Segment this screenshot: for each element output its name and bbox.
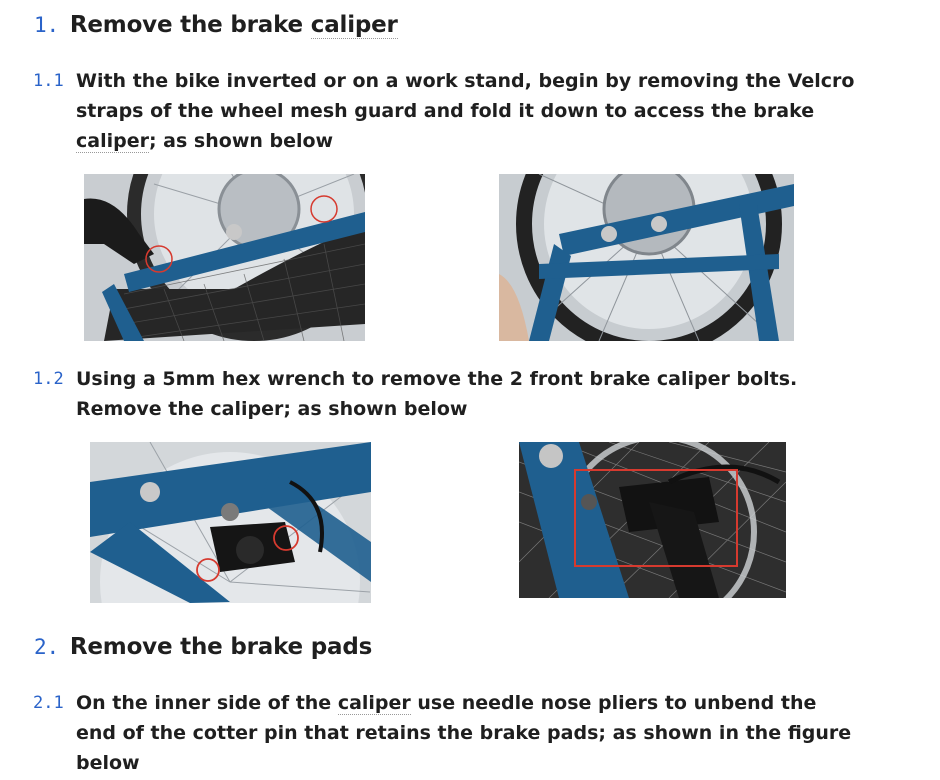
step-1-2-line-2: Remove the caliper; as shown below <box>76 398 468 420</box>
step-1-2-line-1: Using a 5mm hex wrench to remove the 2 f… <box>76 368 798 390</box>
step-1-2-number: 1.2 <box>33 369 64 389</box>
step-1-1-number: 1.1 <box>33 71 64 91</box>
section-1-number: 1. <box>34 13 59 37</box>
step-1-1-line-2: straps of the wheel mesh guard and fold … <box>76 100 815 122</box>
step-1-2: 1.2 Using a 5mm hex wrench to remove the… <box>33 364 913 424</box>
step-1-1-line-1: With the bike inverted or on a work stan… <box>76 70 855 92</box>
step-1-1-line-3: ; as shown below <box>148 130 334 152</box>
step-1-1: 1.1 With the bike inverted or on a work … <box>33 66 913 156</box>
mesh-guard-folded-photo <box>499 174 794 341</box>
caliper-link[interactable]: caliper <box>337 692 411 715</box>
velcro-strap-photo <box>84 174 365 341</box>
step-2-1-line-2: end of the cotter pin that retains the b… <box>76 722 852 744</box>
section-2-number: 2. <box>34 635 59 659</box>
step-2-1-number: 2.1 <box>33 693 64 713</box>
step-2-1: 2.1 On the inner side of the caliper use… <box>33 688 913 778</box>
step-2-1-line-1-pre: On the inner side of the <box>76 692 338 714</box>
section-2-heading: 2. Remove the brake pads <box>34 634 372 660</box>
caliper-link[interactable]: caliper <box>310 12 398 39</box>
section-1-title: Remove the brake <box>69 12 311 38</box>
caliper-removed-photo <box>519 442 786 598</box>
caliper-link[interactable]: caliper <box>76 130 149 153</box>
step-2-1-line-3: below <box>76 752 140 774</box>
caliper-bolts-photo <box>90 442 371 603</box>
step-2-1-line-1-post: use needle nose pliers to unbend the <box>410 692 817 714</box>
section-2-title: Remove the brake pads <box>69 634 373 660</box>
section-1-heading: 1. Remove the brake caliper <box>34 12 398 39</box>
